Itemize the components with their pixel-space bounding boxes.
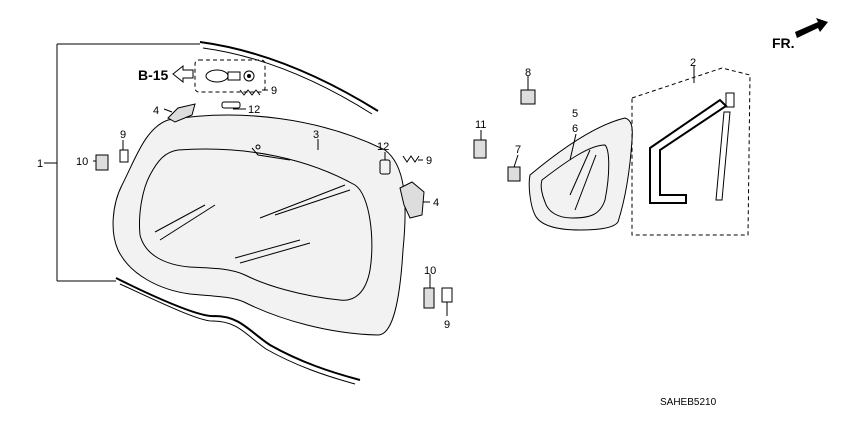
callout-10-lower: 10 (424, 265, 436, 277)
clip-part-4-left (167, 103, 196, 123)
spring-part-9-top (239, 89, 261, 96)
callout-7: 7 (515, 144, 521, 156)
clip-part-4-right (399, 181, 425, 219)
fastener-part-12-top (221, 101, 241, 109)
callout-6: 6 (572, 123, 578, 135)
assembly-bracket (44, 43, 200, 282)
callout-9-right: 9 (426, 155, 432, 167)
bumper-part-10-left (95, 154, 109, 171)
reference-box-b15 (194, 59, 266, 93)
callout-9-lower: 9 (444, 319, 450, 331)
reference-code: B-15 (138, 67, 169, 83)
callout-8: 8 (525, 67, 531, 79)
drawing-id: SAHEB5210 (660, 397, 717, 408)
arrow-left-icon (172, 64, 194, 84)
fastener-part-8 (520, 84, 536, 105)
front-direction-arrow-icon (795, 18, 828, 38)
callout-5: 5 (572, 108, 578, 120)
upper-molding (199, 41, 379, 115)
clip-part-7 (507, 166, 521, 182)
spring-part-9-lower (441, 287, 453, 303)
callout-10-left: 10 (76, 156, 88, 168)
quarter-glass (528, 117, 633, 231)
callout-9-left: 9 (120, 129, 126, 141)
rear-hatch-glass (112, 114, 406, 336)
direction-label: FR. (772, 35, 795, 51)
quarter-molding-box (631, 67, 751, 236)
callout-12-top: 12 (248, 104, 260, 116)
callout-9-top: 9 (271, 85, 277, 97)
leader-lines (93, 66, 695, 316)
spring-part-9-left (119, 149, 129, 163)
callout-1: 1 (37, 158, 43, 170)
callout-11: 11 (475, 119, 486, 131)
spring-part-9-right (402, 155, 420, 163)
callout-4-right: 4 (433, 197, 439, 209)
callout-4-left: 4 (153, 105, 159, 117)
callout-2: 2 (690, 57, 696, 69)
clip-part-11 (473, 139, 487, 159)
callout-3: 3 (313, 129, 319, 141)
lower-molding (115, 277, 361, 385)
callout-12-right: 12 (377, 141, 389, 153)
bumper-part-10-lower (423, 287, 435, 309)
